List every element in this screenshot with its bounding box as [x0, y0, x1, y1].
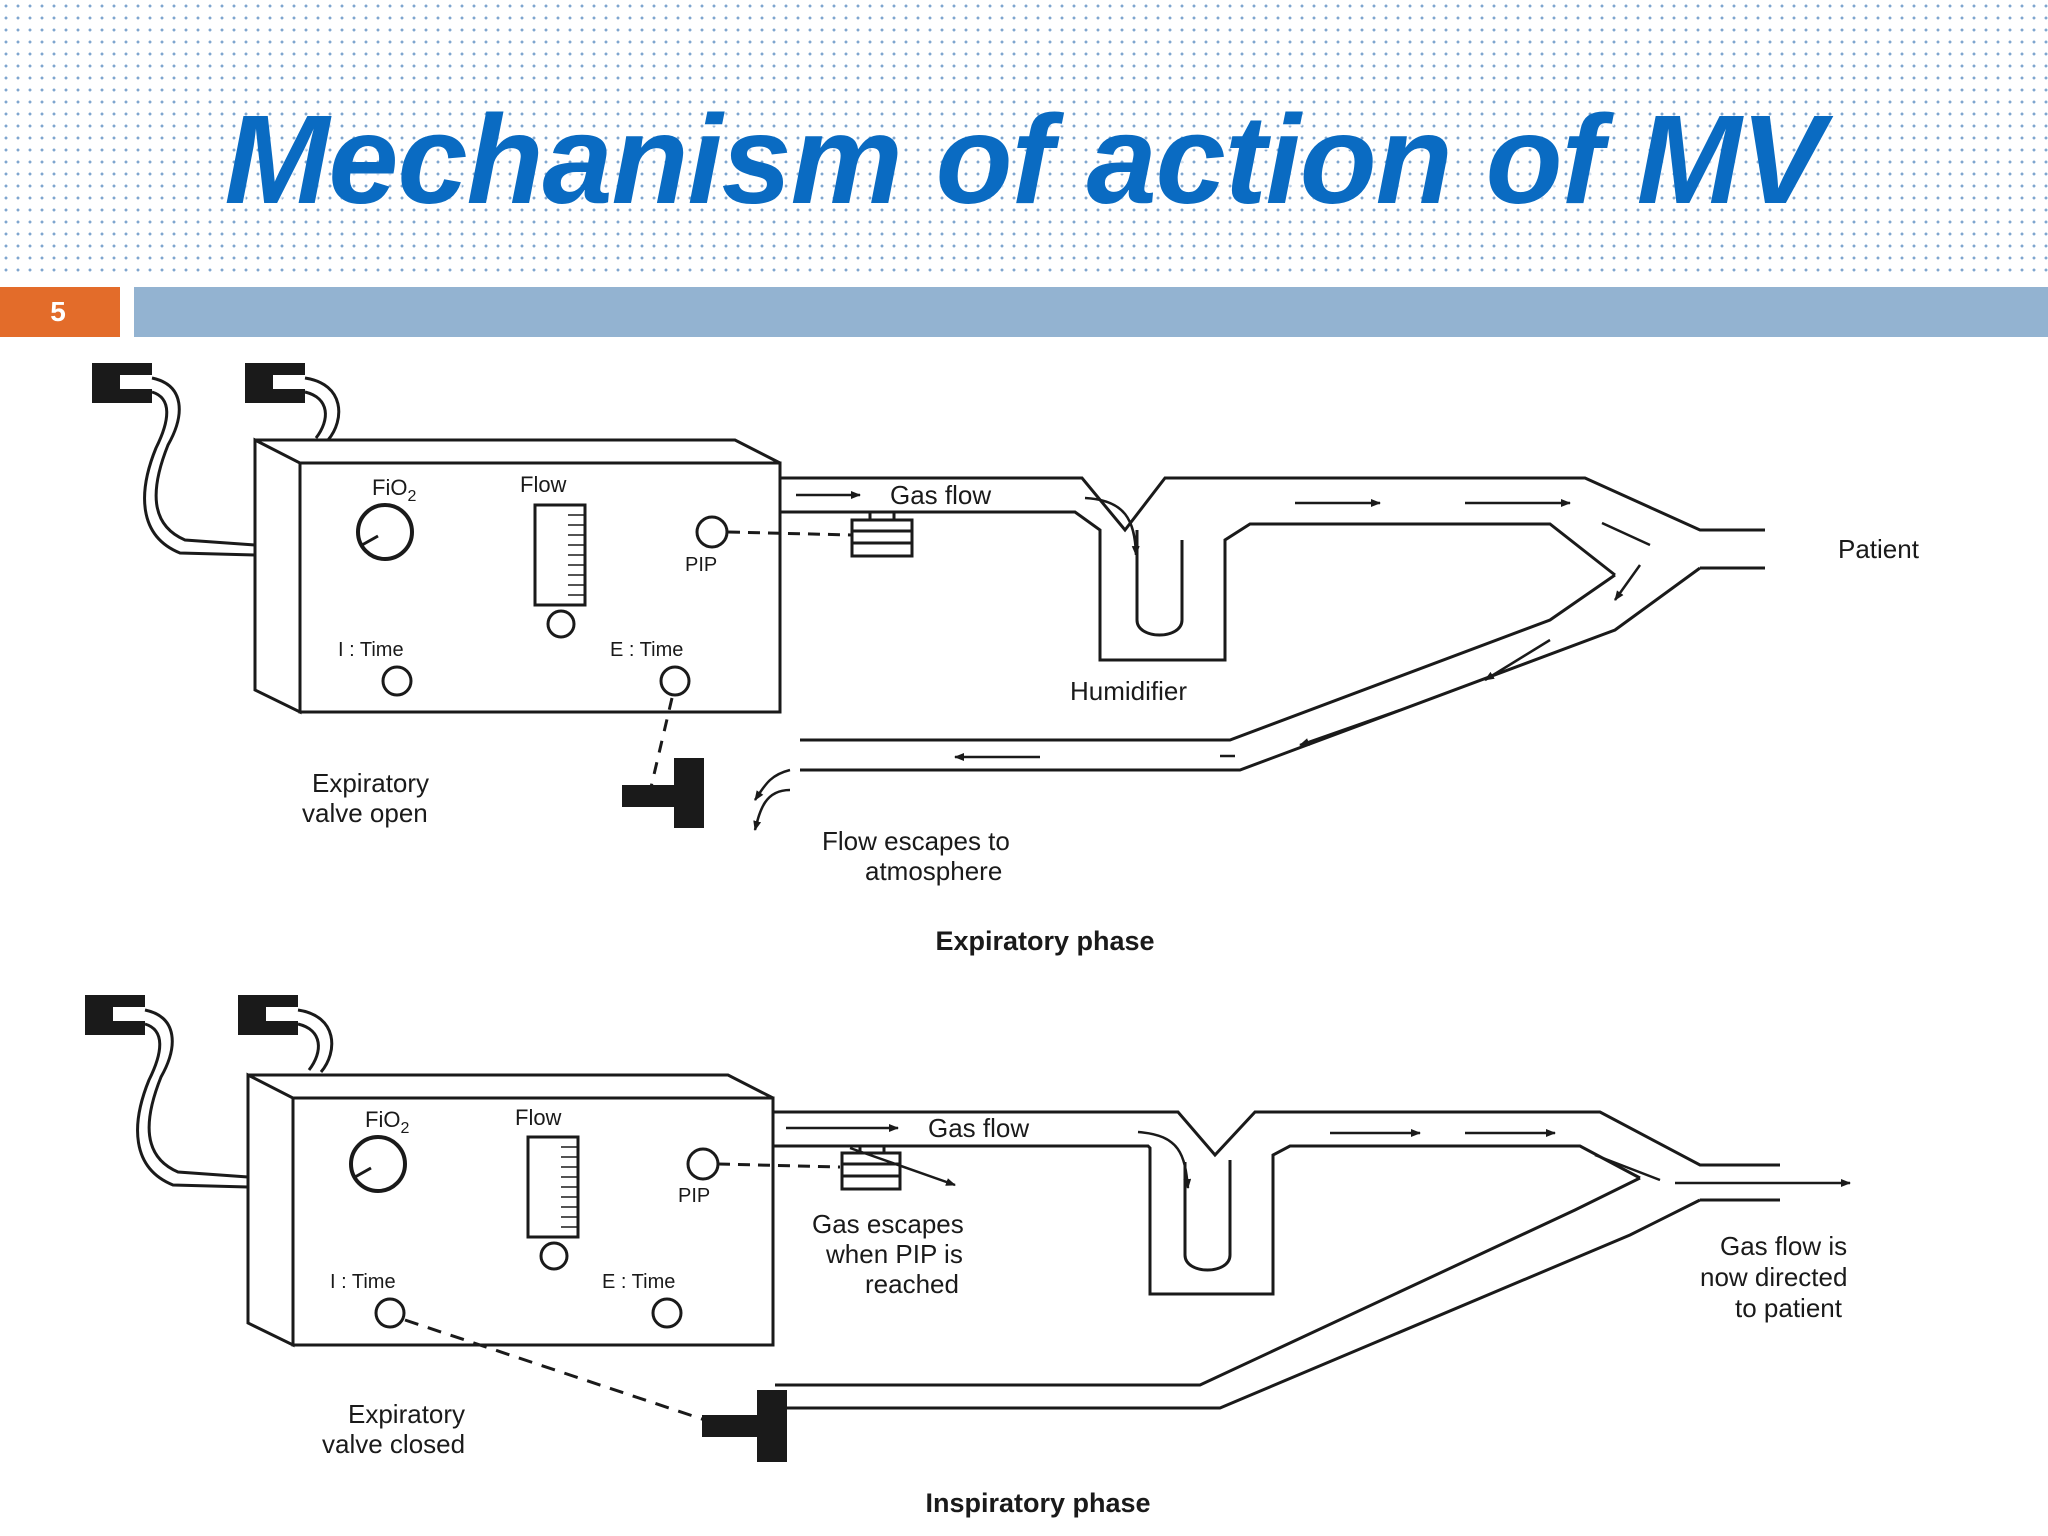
inspiratory-tubing	[773, 1110, 1780, 1410]
fio2-label: FiO2	[365, 1107, 409, 1137]
pip-knob	[695, 515, 729, 549]
expiratory-valve-open	[622, 758, 704, 828]
pip-knob	[686, 1147, 720, 1181]
gas-escapes-label-line2: when PIP is	[825, 1239, 963, 1269]
fio2-label: FiO2	[372, 475, 416, 505]
expiratory-valve-closed	[702, 1390, 787, 1462]
pip-label: PIP	[678, 1185, 710, 1207]
gas-flow-label: Gas flow	[890, 480, 991, 510]
i-time-knob	[381, 665, 413, 697]
title-dot-pattern	[0, 0, 2048, 278]
gas-flow-patient-label-line2: now directed	[1700, 1262, 1847, 1292]
patient-label: Patient	[1838, 534, 1920, 564]
supply-hoses	[136, 1008, 334, 1189]
i-time-label: I : Time	[338, 639, 404, 661]
flow-knob	[539, 1241, 569, 1271]
inspiratory-phase-panel: FiO2 Flow PIP I : Time E : Time	[85, 995, 1851, 1518]
expiratory-phase-panel: FiO2 Flow PIP I : Time E : Time	[92, 363, 1920, 956]
fio2-knob	[356, 503, 414, 561]
flow-label: Flow	[520, 472, 567, 497]
gas-escapes-label-line3: reached	[865, 1269, 959, 1299]
gas-flow-patient-label-line1: Gas flow is	[1720, 1231, 1847, 1261]
humidifier-label: Humidifier	[1070, 676, 1187, 706]
i-time-label: I : Time	[330, 1271, 396, 1293]
expiratory-valve-label-line2: valve open	[302, 798, 428, 828]
pip-label: PIP	[685, 554, 717, 576]
pip-relief-valve	[840, 1145, 902, 1191]
expiratory-valve-label-line2: valve closed	[322, 1429, 465, 1459]
i-time-knob	[374, 1297, 406, 1329]
gas-flow-patient-label-line3: to patient	[1735, 1293, 1843, 1323]
slide-number-badge: 5	[0, 287, 120, 337]
ventilator-box	[246, 1072, 775, 1348]
expiratory-valve-label-line1: Expiratory	[312, 768, 429, 798]
slide-title: Mechanism of action of MV	[224, 89, 1824, 230]
expiratory-phase-caption: Expiratory phase	[935, 926, 1154, 956]
ventilator-diagram: FiO2 Flow PIP I : Time E : Time	[85, 363, 1920, 1518]
e-time-label: E : Time	[610, 639, 683, 661]
e-time-knob	[651, 1297, 683, 1329]
fio2-knob	[349, 1135, 407, 1193]
inspiratory-phase-caption: Inspiratory phase	[925, 1488, 1150, 1518]
flow-escapes-label-line2: atmosphere	[865, 856, 1002, 886]
inspiratory-tubing	[780, 476, 1765, 772]
expiratory-valve-label-line1: Expiratory	[348, 1399, 465, 1429]
flow-knob	[546, 609, 576, 639]
slide-number: 5	[50, 296, 66, 327]
e-time-knob	[659, 665, 691, 697]
gas-escapes-label-line1: Gas escapes	[812, 1209, 964, 1239]
flow-escapes-label-line1: Flow escapes to	[822, 826, 1010, 856]
flow-label: Flow	[515, 1105, 562, 1130]
humidifier	[1148, 1148, 1275, 1296]
e-time-label: E : Time	[602, 1271, 675, 1293]
gas-flow-label: Gas flow	[928, 1113, 1029, 1143]
supply-hoses	[143, 376, 341, 557]
header-bar	[134, 287, 2048, 337]
humidifier	[1098, 530, 1227, 662]
pip-relief-valve	[850, 512, 914, 558]
ventilator-box	[253, 437, 782, 715]
